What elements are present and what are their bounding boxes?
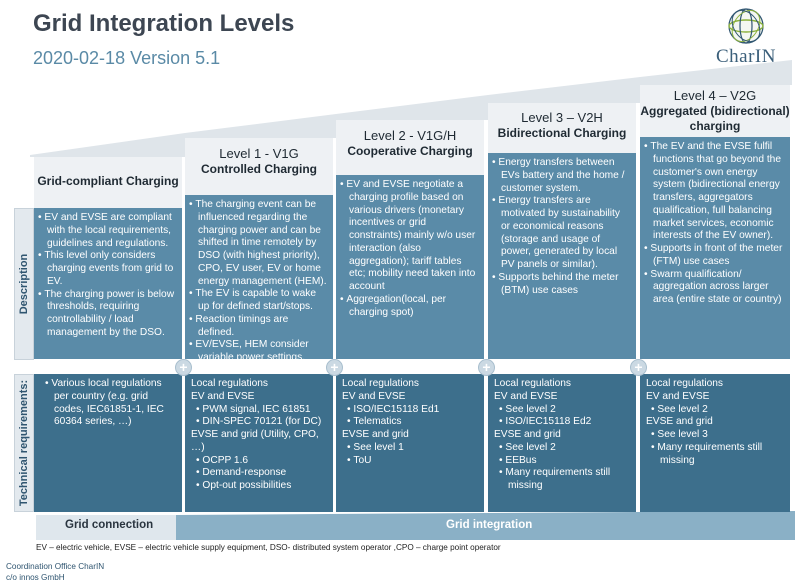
level-2-tech-item: ToU [342, 455, 478, 468]
plus-icon: + [175, 359, 192, 376]
level-0-desc-item: The charging power is below thresholds, … [38, 289, 176, 340]
plus-icon: + [326, 359, 343, 376]
level-2-header: Level 2 - V1G/H Cooperative Charging [336, 120, 484, 175]
level-0-desc-item: This level only considers charging event… [38, 250, 176, 288]
level-3-tech-item: Local regulations [494, 378, 572, 389]
level-4-tech-item: EVSE and grid [646, 416, 713, 428]
level-3-header: Level 3 – V2H Bidirectional Charging [488, 103, 636, 153]
level-1-desc-item: The EV is capable to wake up for defined… [189, 288, 327, 314]
level-1-tech-item: Demand-response [191, 467, 327, 480]
level-3-tech-item: See level 2 [494, 404, 630, 417]
level-2-tech-item: EV and EVSE [342, 390, 406, 402]
level-2-tech-item: ISO/IEC15118 Ed1 [342, 404, 478, 417]
level-3-name: Bidirectional Charging [497, 126, 627, 141]
level-3-tech-item: EVSE and grid [494, 429, 561, 440]
level-3-tech-item: ISO/IEC15118 Ed2 [494, 416, 630, 429]
level-4-tech-item: See level 3 [646, 429, 784, 442]
level-3-description: Energy transfers between EVs battery and… [488, 153, 636, 359]
level-1-tech-item: EVSE and grid (Utility, CPO, …) [191, 429, 319, 453]
level-0-name: Grid-compliant Charging [37, 174, 179, 188]
technical-label-text: Technical requirements: [18, 379, 30, 507]
level-3-tech-item: EV and EVSE [494, 390, 558, 402]
office-line: c/o innos GmbH [6, 573, 65, 583]
level-1-desc-item: Reaction timings are defined. [189, 314, 327, 340]
level-1-tech-item: Local regulations [191, 378, 269, 389]
level-2-label: Level 2 - V1G/H [363, 128, 457, 143]
level-1-tech-item: PWM signal, IEC 61851 [191, 404, 327, 417]
grid-integration-label: Grid integration [446, 519, 533, 531]
level-1-name: Controlled Charging [201, 162, 317, 177]
level-3-tech-item: EEBus [494, 455, 630, 468]
level-3-desc-item: Energy transfers are motivated by sustai… [492, 195, 630, 272]
level-4-label: Level 4 – V2G [673, 88, 757, 103]
level-2-tech-item: EVSE and grid [342, 429, 409, 440]
level-2-technical: Local regulations EV and EVSE ISO/IEC151… [336, 374, 484, 512]
plus-icon: + [478, 359, 495, 376]
level-4-technical: Local regulations EV and EVSE See level … [640, 374, 790, 512]
level-1-desc-item: The charging event can be influenced reg… [189, 199, 327, 288]
grid-connection-label: Grid connection [65, 519, 154, 531]
level-3-tech-item: Many requirements still missing [494, 467, 630, 493]
description-label-text: Description [18, 253, 30, 315]
level-4-name: Aggregated (bidirectional) charging [640, 104, 790, 134]
level-3-technical: Local regulations EV and EVSE See level … [488, 374, 636, 512]
level-3-label: Level 3 – V2H [521, 110, 603, 125]
page-title: Grid Integration Levels [33, 10, 295, 37]
level-1-label: Level 1 - V1G [219, 146, 299, 161]
level-1-technical: Local regulations EV and EVSE PWM signal… [185, 374, 333, 512]
level-1-header: Level 1 - V1G Controlled Charging [185, 138, 333, 195]
level-2-tech-item: Telematics [342, 416, 478, 429]
level-0-tech-item: Various local regulations per country (e… [40, 378, 176, 429]
level-2-desc-item: EV and EVSE negotiate a charging profile… [340, 179, 478, 294]
technical-row-label: Technical requirements: [14, 374, 34, 512]
office-address: Coordination Office CharIN c/o innos Gmb… [6, 561, 104, 583]
level-4-tech-item: Many requirements still missing [646, 442, 784, 468]
description-row-label: Description [14, 208, 34, 360]
plus-icon: + [630, 359, 647, 376]
level-4-tech-item: EV and EVSE [646, 390, 710, 402]
level-3-desc-item: Energy transfers between EVs battery and… [492, 157, 630, 195]
level-4-desc-item: Swarm qualification/ aggregation across … [644, 269, 784, 307]
level-2-description: EV and EVSE negotiate a charging profile… [336, 175, 484, 359]
level-2-tech-item: Local regulations [342, 378, 420, 389]
level-4-header: Level 4 – V2G Aggregated (bidirectional)… [640, 85, 790, 137]
level-2-desc-item: Aggregation(local, per charging spot) [340, 294, 478, 320]
level-4-desc-item: Supports in front of the meter (FTM) use… [644, 243, 784, 269]
level-0-technical: Various local regulations per country (e… [34, 374, 182, 512]
level-2-name: Cooperative Charging [347, 144, 473, 159]
abbreviations-footnote: EV – electric vehicle, EVSE – electric v… [36, 543, 501, 552]
level-4-description: The EV and the EVSE fulfil functions tha… [640, 137, 790, 359]
level-1-tech-item: EV and EVSE [191, 390, 255, 402]
logo-text: CharIN [716, 46, 776, 67]
office-line: Coordination Office CharIN [6, 562, 105, 571]
level-0-description: EV and EVSE are compliant with the local… [34, 208, 182, 359]
level-0-header: Grid-compliant Charging [34, 157, 182, 208]
globe-logo-icon [728, 8, 764, 44]
level-1-desc-item: EV/EVSE, HEM consider variable power set… [189, 339, 327, 365]
level-4-desc-item: The EV and the EVSE fulfil functions tha… [644, 141, 784, 243]
page-subtitle: 2020-02-18 Version 5.1 [33, 48, 221, 68]
level-4-tech-item: Local regulations [646, 378, 724, 389]
level-1-tech-item: DIN-SPEC 70121 (for DC) [191, 416, 327, 429]
level-1-description: The charging event can be influenced reg… [185, 195, 333, 363]
level-2-tech-item: See level 1 [342, 442, 478, 455]
level-1-tech-item: OCPP 1.6 [191, 455, 327, 468]
level-0-desc-item: EV and EVSE are compliant with the local… [38, 212, 176, 250]
level-1-tech-item: Opt-out possibilities [191, 480, 327, 493]
level-4-tech-item: See level 2 [646, 404, 784, 417]
level-3-desc-item: Supports behind the meter (BTM) use case… [492, 272, 630, 298]
level-3-tech-item: See level 2 [494, 442, 630, 455]
